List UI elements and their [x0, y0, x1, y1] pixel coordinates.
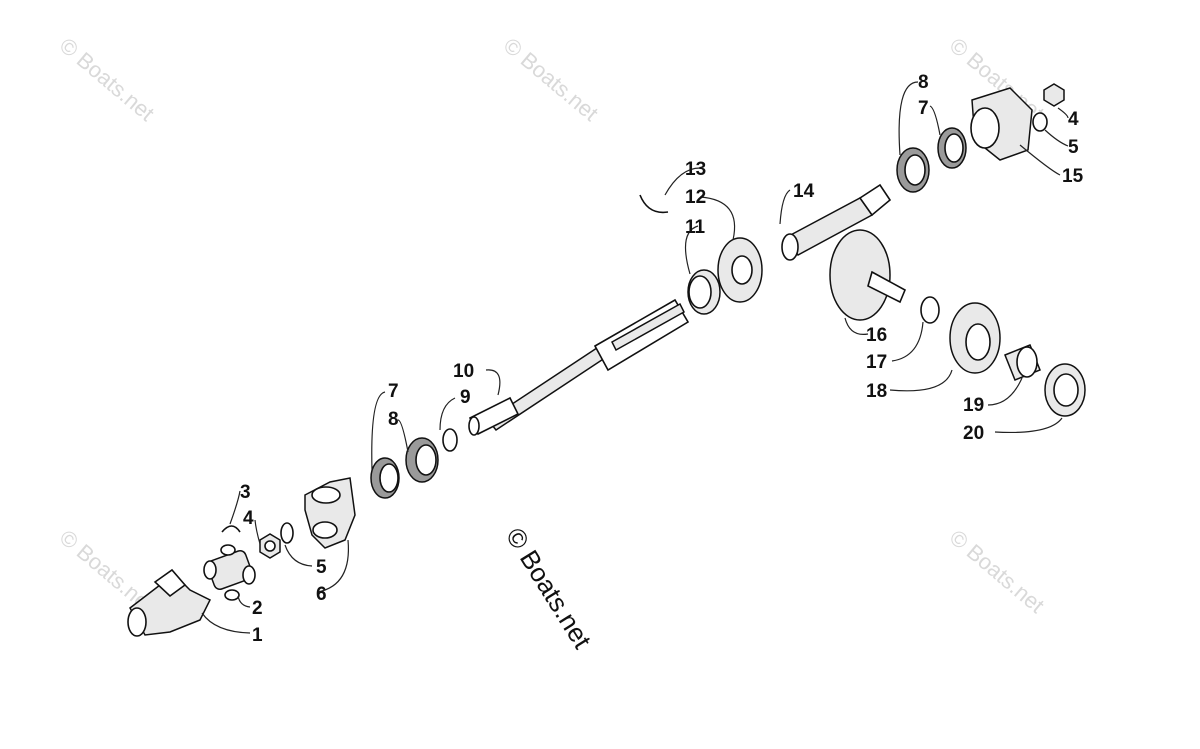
gear-12[interactable] — [717, 237, 763, 303]
yoke-1[interactable] — [127, 568, 212, 637]
label-3: 3 — [240, 482, 251, 503]
collar-19[interactable] — [1004, 344, 1041, 381]
label-10: 10 — [453, 361, 474, 382]
nut-4[interactable] — [259, 533, 281, 559]
bearing-20[interactable] — [1044, 363, 1086, 417]
label-13: 13 — [685, 159, 706, 180]
snap-ring-3[interactable] — [221, 525, 241, 533]
watermark-top-left: © Boats.net — [55, 33, 159, 126]
bearing-7-left[interactable] — [370, 457, 400, 499]
flange-housing-15[interactable] — [970, 87, 1033, 161]
label-12: 12 — [685, 187, 706, 208]
gear-16[interactable] — [829, 229, 907, 321]
u-joint-2[interactable] — [203, 544, 256, 601]
label-9: 9 — [460, 387, 471, 408]
label-7-right: 7 — [918, 98, 929, 119]
washer-17[interactable] — [920, 296, 940, 324]
washer-5[interactable] — [280, 522, 294, 544]
snap-ring-13[interactable] — [639, 194, 669, 214]
yoke-6[interactable] — [304, 477, 356, 549]
watermark-bottom-right: © Boats.net — [945, 525, 1049, 618]
leader-lines — [201, 81, 1069, 634]
bearing-7-right[interactable] — [937, 127, 967, 169]
label-5: 5 — [316, 557, 327, 578]
watermark-center: © Boats.net — [500, 522, 598, 654]
callout-labels: 1 2 3 4 5 6 7 8 9 10 11 12 13 14 15 16 1… — [240, 72, 1084, 646]
label-17: 17 — [866, 352, 887, 373]
label-5-right: 5 — [1068, 137, 1079, 158]
bearing-8-left[interactable] — [405, 437, 439, 483]
label-8-right: 8 — [918, 72, 929, 93]
label-2: 2 — [252, 598, 263, 619]
label-14: 14 — [793, 181, 815, 202]
nut-4-right[interactable] — [1043, 83, 1065, 107]
label-19: 19 — [963, 395, 984, 416]
label-4: 4 — [243, 508, 254, 529]
label-11: 11 — [685, 217, 706, 238]
watermarks: © Boats.net © Boats.net © Boats.net © Bo… — [55, 33, 1049, 618]
label-1: 1 — [252, 625, 263, 646]
washer-5-right[interactable] — [1032, 112, 1048, 132]
label-15: 15 — [1062, 166, 1084, 187]
shaft-14[interactable] — [781, 183, 892, 261]
label-6: 6 — [316, 584, 327, 605]
needle-bearing-11[interactable] — [687, 269, 721, 315]
bearing-8-right[interactable] — [896, 147, 930, 193]
label-20: 20 — [963, 423, 984, 444]
label-7: 7 — [388, 381, 399, 402]
bearing-18[interactable] — [949, 302, 1001, 374]
watermark-top-center: © Boats.net — [499, 33, 603, 126]
label-4-right: 4 — [1068, 109, 1079, 130]
main-shaft[interactable] — [468, 298, 690, 436]
label-16: 16 — [866, 325, 887, 346]
washer-9[interactable] — [442, 428, 458, 452]
label-8: 8 — [388, 409, 399, 430]
label-18: 18 — [866, 381, 887, 402]
